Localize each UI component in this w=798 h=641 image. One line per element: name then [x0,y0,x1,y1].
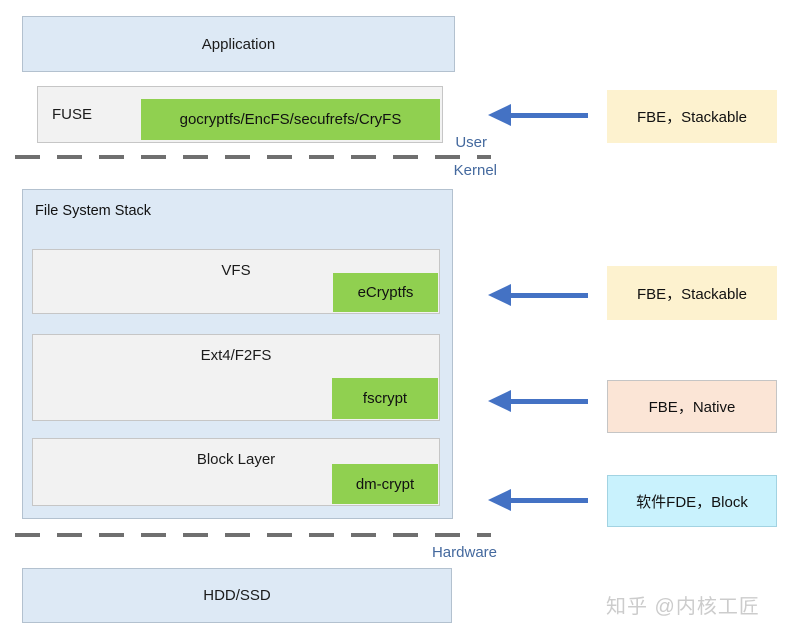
arrow-shaft [506,399,588,404]
arrow-shaft [506,113,588,118]
dm-crypt-label: dm-crypt [355,475,415,493]
left-arrow-icon [488,104,588,126]
block-layer-label: Block Layer [196,451,276,468]
vfs-layer-box: VFS eCryptfs [32,249,440,314]
arrow-shaft [506,293,588,298]
fuse-encryption-tools-label: gocryptfs/EncFS/secufrefs/CryFS [179,111,402,128]
left-arrow-icon [488,390,588,412]
fscrypt-tool-box: fscrypt [332,378,438,419]
user-space-label: User [455,134,487,151]
fuse-box: FUSE gocryptfs/EncFS/secufrefs/CryFS [37,86,443,143]
annotation-software-fde-block: 软件FDE，Block [607,475,777,527]
annotation-label: FBE，Stackable [636,109,748,126]
file-system-stack-box: File System Stack VFS eCryptfs Ext4/F2FS… [22,189,453,519]
arrow-shaft [506,498,588,503]
annotation-label: FBE，Stackable [636,285,748,303]
annotation-fbe-native: FBE，Native [607,380,777,433]
annotation-label: FBE，Native [648,399,736,416]
user-kernel-boundary-line [15,155,491,159]
application-label: Application [201,35,276,53]
fuse-label: FUSE [52,106,93,123]
fscrypt-label: fscrypt [362,390,408,407]
dm-crypt-tool-box: dm-crypt [332,464,438,504]
storage-box: HDD/SSD [22,568,452,623]
ecryptfs-label: eCryptfs [357,284,414,301]
ext4-f2fs-label: Ext4/F2FS [200,347,272,364]
annotation-fbe-stackable-vfs: FBE，Stackable [607,266,777,320]
fuse-encryption-tools-box: gocryptfs/EncFS/secufrefs/CryFS [141,99,440,140]
hardware-label: Hardware [431,544,497,561]
vfs-label: VFS [221,262,251,279]
kernel-space-label: Kernel [453,162,497,179]
ecryptfs-tool-box: eCryptfs [333,273,438,312]
kernel-hardware-boundary-line [15,533,491,537]
arrow-head [488,104,511,126]
application-box: Application [22,16,455,72]
annotation-label: 软件FDE，Block [636,493,748,511]
annotation-fbe-stackable-fuse: FBE，Stackable [607,90,777,143]
ext4-f2fs-layer-box: Ext4/F2FS fscrypt [32,334,440,421]
storage-label: HDD/SSD [203,587,271,604]
arrow-head [488,390,511,412]
block-layer-box: Block Layer dm-crypt [32,438,440,506]
left-arrow-icon [488,284,588,306]
file-system-stack-title: File System Stack [35,203,152,219]
arrow-head [488,489,511,511]
left-arrow-icon [488,489,588,511]
arrow-head [488,284,511,306]
zhihu-watermark: 知乎 @内核工匠 [606,596,760,618]
